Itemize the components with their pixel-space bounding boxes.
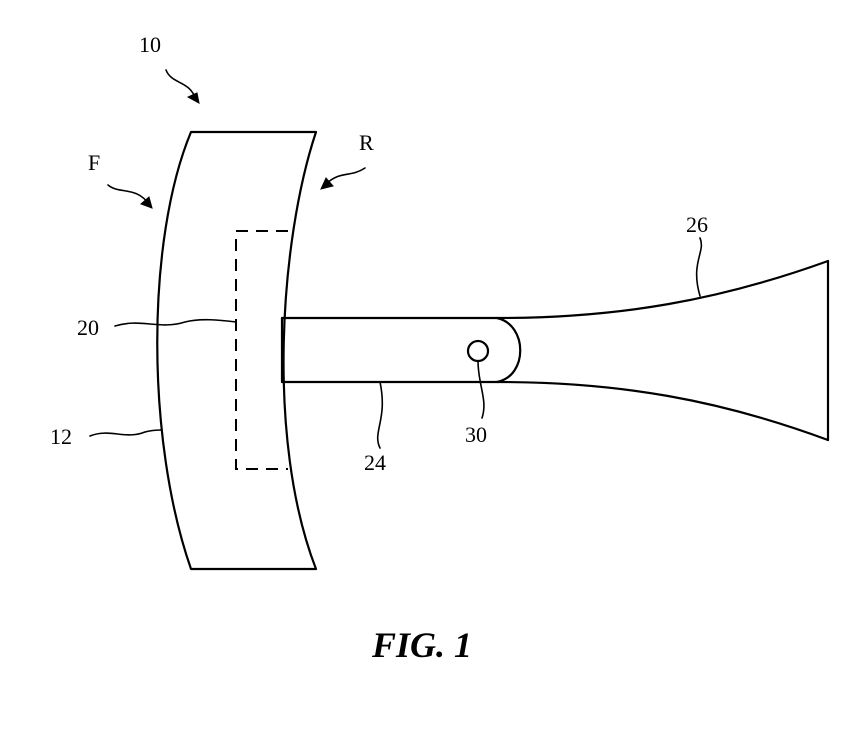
leader-24 [376,381,384,449]
figure-caption: FIG. 1 [371,625,472,665]
label-F: F [88,150,100,175]
leader-10-arrow [186,92,200,104]
label-R: R [359,130,374,155]
label-26: 26 [686,212,708,237]
label-10: 10 [139,32,161,57]
face-member-12 [156,130,318,571]
leader-12 [89,429,163,437]
label-24: 24 [364,450,386,475]
handle-26-upper-edge [495,259,830,320]
stem-24 [280,316,522,384]
handle-26-lower-edge [495,380,830,442]
label-30: 30 [465,422,487,447]
hidden-region-20 [235,230,288,470]
leader-26 [695,237,703,297]
leader-30 [477,360,485,419]
leader-F-arrow [140,196,153,209]
leader-20 [114,318,237,327]
pivot-30 [466,339,490,363]
label-20: 20 [77,315,99,340]
leader-R-arrow [320,177,334,190]
leader-R [324,167,366,186]
label-12: 12 [50,424,72,449]
